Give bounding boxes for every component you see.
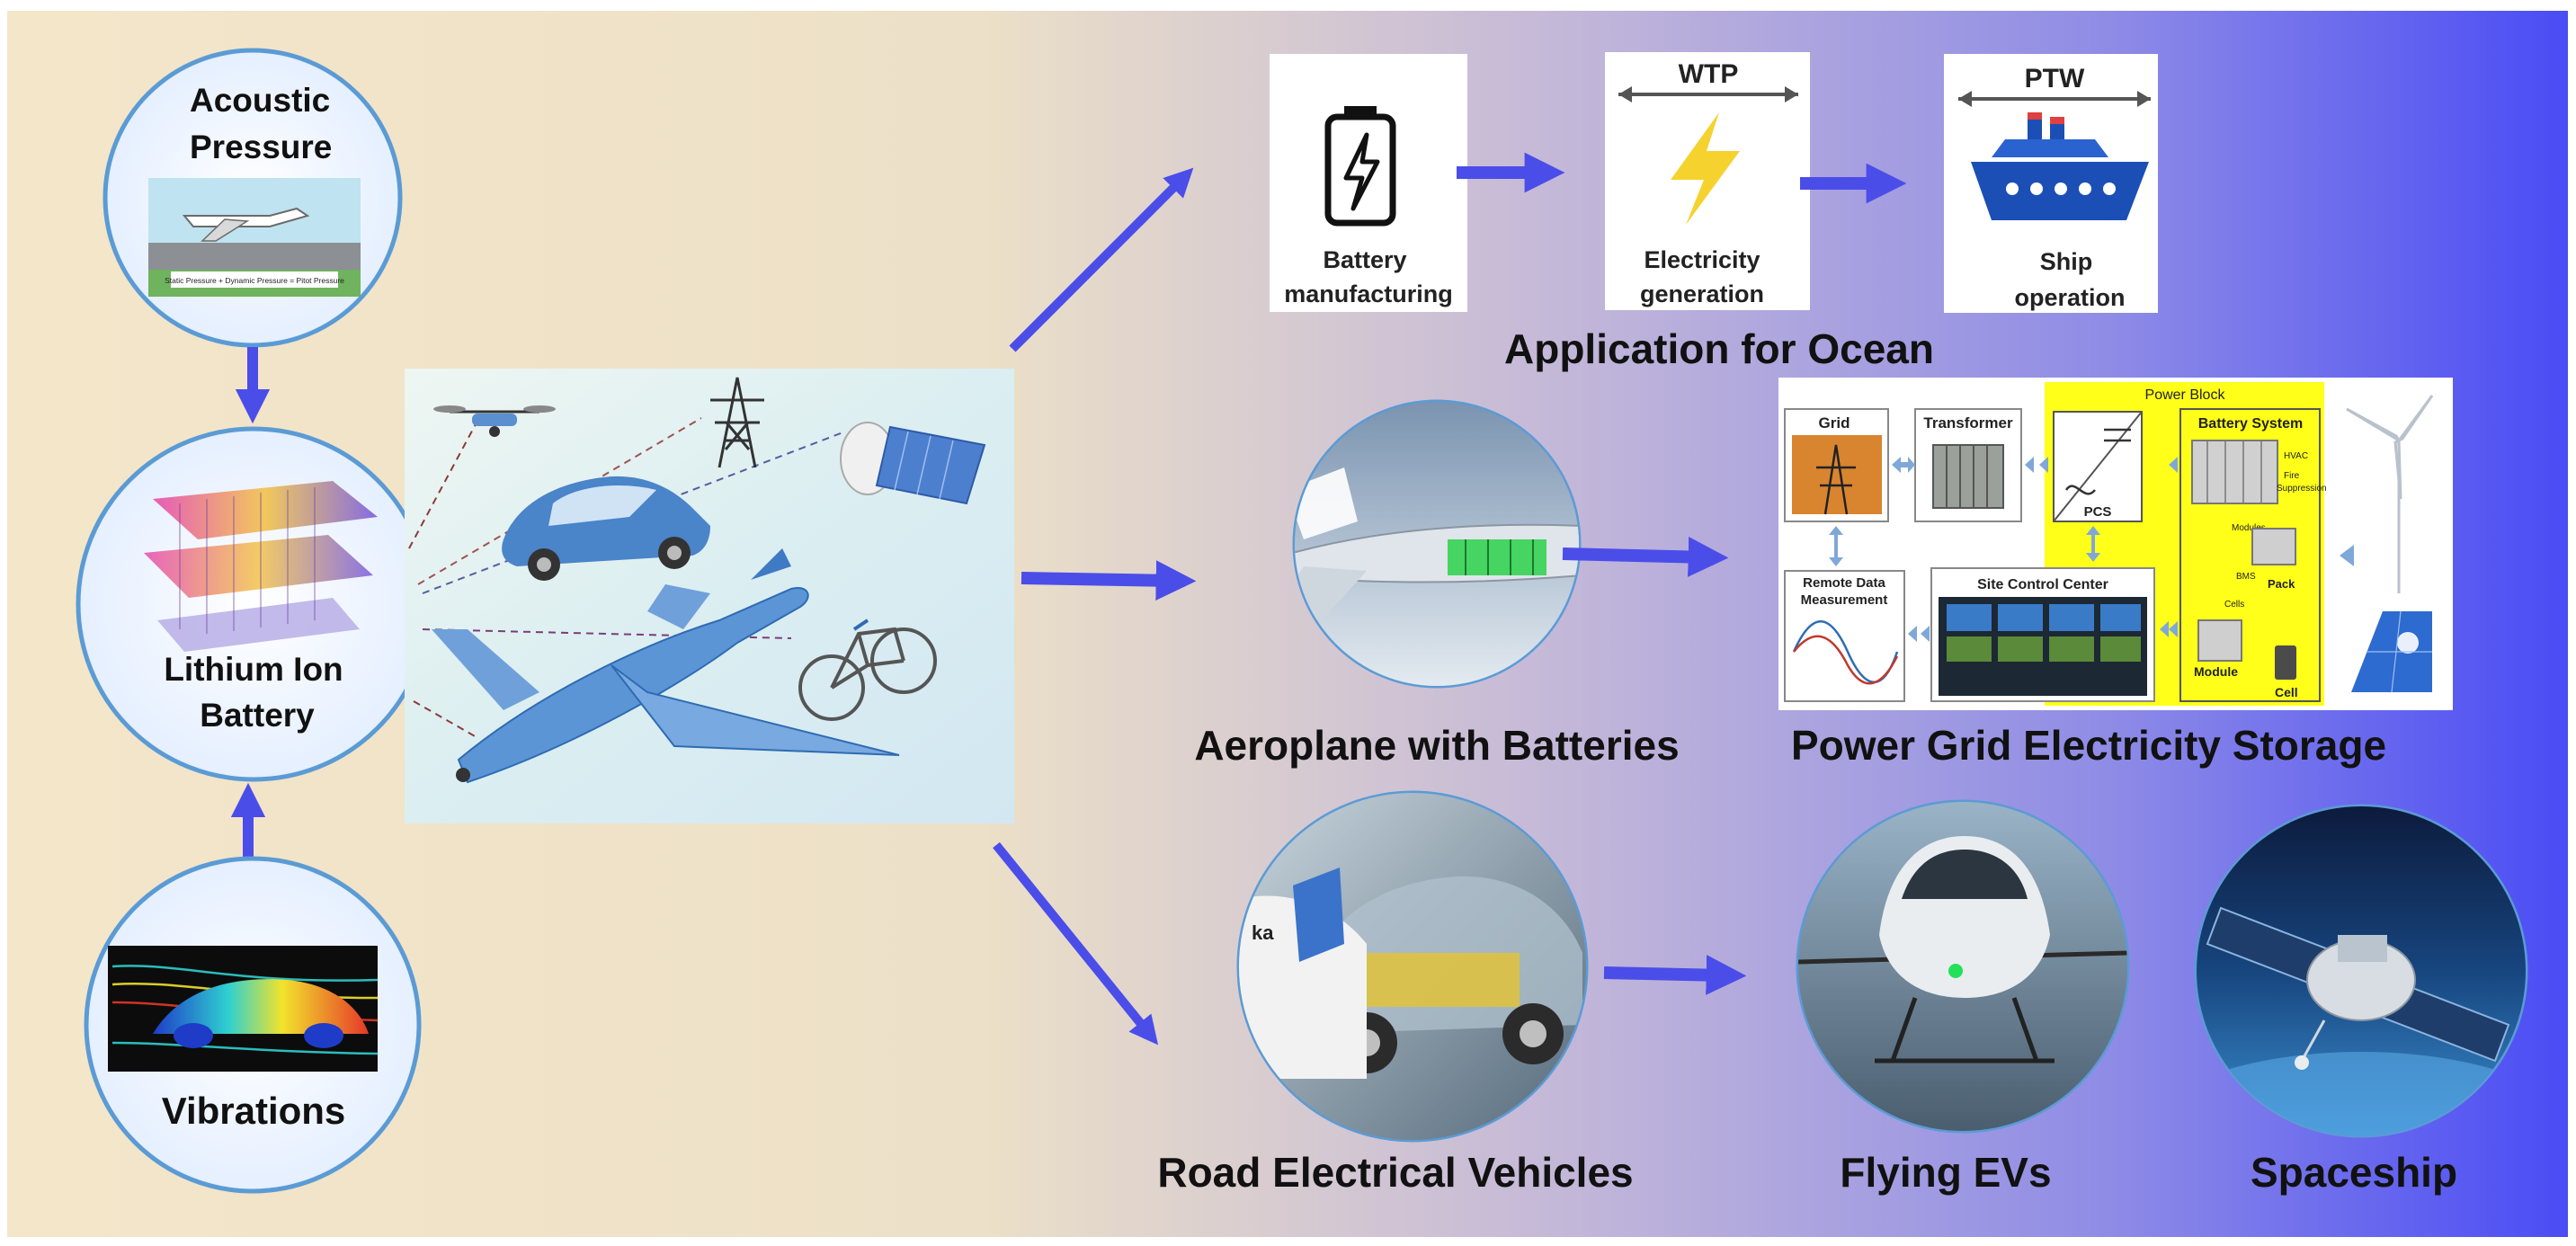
lithium-ion-battery-node: Lithium Ion Battery	[76, 426, 432, 782]
transformer-label: Transformer	[1923, 414, 2013, 432]
electricity-bolt-icon	[1671, 112, 1740, 225]
electricity-line1: Electricity	[1644, 246, 1760, 273]
pack-label: Pack	[2268, 577, 2295, 591]
battery-manufacturing-card: Battery manufacturing	[1270, 54, 1467, 312]
acoustic-pressure-node: Static Pressure + Dynamic Pressure = Pit…	[103, 48, 403, 348]
aeroplane-battery-cells	[1448, 539, 1546, 575]
flying-ev-node	[1796, 799, 2130, 1134]
suppression-label: Suppression	[2277, 484, 2327, 494]
car-icon	[502, 476, 710, 581]
ev-brand-fragment: ka	[1252, 921, 1274, 944]
car-cfd-image	[108, 946, 379, 1072]
arrow-aeroplane-to-grid	[1562, 537, 1729, 577]
battery-system-box	[2179, 408, 2321, 702]
power-grid-diagram: Power Block Grid Transformer PCS Battery…	[1778, 378, 2453, 710]
cells-label: Cells	[2224, 600, 2244, 610]
arrow-to-road-ev	[993, 841, 1159, 1046]
pcs-label: PCS	[2084, 504, 2112, 520]
ship-operation-card: PTW Ship operation	[1944, 54, 2158, 313]
satellite-icon	[840, 422, 986, 505]
battery-manufacturing-line2: manufacturing	[1284, 280, 1453, 307]
arrow-to-ocean	[1009, 167, 1194, 352]
fire-label: Fire	[2284, 471, 2300, 481]
transmission-tower-icon	[710, 377, 764, 468]
ship-line2: operation	[2014, 284, 2125, 311]
aeroplane-node	[1292, 399, 1582, 689]
airplane-pressure-image: Static Pressure + Dynamic Pressure = Pit…	[148, 178, 361, 297]
battery-title-line2: Battery	[200, 697, 315, 734]
bicycle-icon	[798, 619, 937, 721]
ocean-section-title: Application for Ocean	[1504, 325, 1934, 372]
road-ev-label: Road Electrical Vehicles	[1157, 1149, 1633, 1196]
vibrations-node: Vibrations	[84, 856, 422, 1194]
remote-line1: Remote Data	[1803, 575, 1885, 591]
hvac-label: HVAC	[2284, 451, 2308, 461]
solar-panel-icon	[2351, 610, 2432, 693]
cell-label: Cell	[2275, 685, 2298, 699]
battery-title-line1: Lithium Ion	[164, 651, 343, 688]
ship-line1: Ship	[2040, 248, 2093, 275]
battery-cells-image	[144, 481, 378, 652]
battery-system-label: Battery System	[2198, 416, 2304, 432]
acoustic-title-line2: Pressure	[190, 129, 332, 165]
electricity-line2: generation	[1640, 280, 1764, 307]
flying-ev-label: Flying EVs	[1840, 1149, 2051, 1196]
grid-label: Grid	[1819, 414, 1850, 432]
road-ev-node: ka	[1236, 790, 1589, 1143]
acoustic-caption: Static Pressure + Dynamic Pressure = Pit…	[165, 276, 344, 285]
airplane-icon	[432, 548, 900, 784]
acoustic-title-line1: Acoustic	[190, 82, 330, 119]
remote-line2: Measurement	[1801, 592, 1888, 608]
wtp-label: WTP	[1679, 59, 1739, 89]
electricity-generation-card: WTP Electricity generation	[1605, 52, 1810, 310]
bms-label: BMS	[2236, 572, 2256, 582]
spaceship-label: Spaceship	[2251, 1149, 2457, 1196]
modules-label: Modules	[2232, 523, 2266, 533]
ship-icon	[1971, 112, 2149, 220]
power-block-title: Power Block	[2145, 387, 2226, 403]
ptw-label: PTW	[2025, 64, 2085, 93]
arrow-to-aeroplane	[1021, 560, 1197, 601]
battery-manufacturing-line1: Battery	[1323, 246, 1406, 273]
site-control-label: Site Control Center	[1977, 577, 2108, 592]
applications-illustration	[405, 369, 1014, 823]
arrow-road-ev-to-flying-ev	[1603, 955, 1747, 995]
remote-data-box	[1784, 570, 1905, 702]
power-grid-title: Power Grid Electricity Storage	[1791, 722, 2386, 769]
vibrations-title: Vibrations	[162, 1090, 346, 1132]
module-label: Module	[2194, 664, 2238, 679]
drone-icon	[433, 405, 556, 437]
wind-turbine-icon	[2346, 395, 2434, 593]
lightning-icon	[1343, 132, 1380, 211]
aeroplane-label: Aeroplane with Batteries	[1194, 722, 1679, 769]
